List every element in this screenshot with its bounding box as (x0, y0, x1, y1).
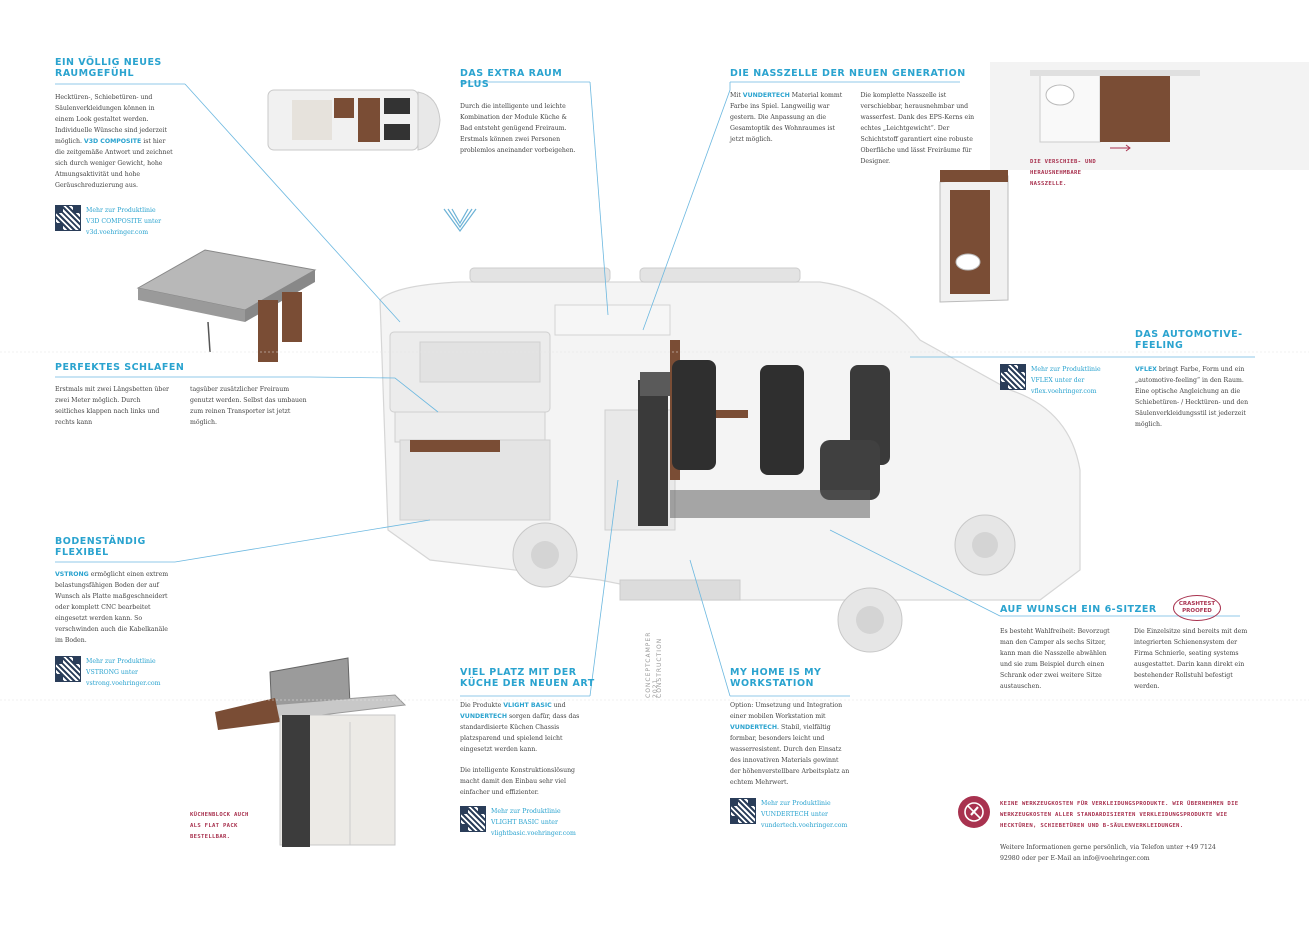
vertical-label-2: CONSTRUCTION (656, 637, 663, 698)
kitchen-block-image (215, 657, 407, 847)
no-tool-icon (958, 796, 990, 828)
van-side-view (379, 267, 1081, 653)
brand-v3d: V3D COMPOSITE (83, 138, 142, 145)
link-vflex[interactable]: vflex.voehringer.com (1031, 388, 1097, 395)
footer-contact: Weitere Informationen gerne persönlich, … (1000, 844, 1216, 862)
heading-automotive: DAS AUTOMOTIVE-FEELING (1135, 329, 1243, 351)
heading-kueche: VIEL PLATZ MIT DER KÜCHE DER NEUEN ART (460, 667, 595, 689)
bed-module (136, 249, 317, 362)
heading-schlafen: PERFEKTES SCHLAFEN (55, 362, 185, 373)
caption-nasszelle: DIE VERSCHIEB- UND HERAUSNEHMBARE NASSZE… (1030, 159, 1097, 187)
connector-lines (55, 81, 1255, 697)
text-automotive: VFLEX bringt Farbe, Form und ein „automo… (1135, 366, 1249, 428)
brand-vundertech: VUNDERTECH (742, 92, 790, 99)
qr-code-icon[interactable] (55, 205, 81, 231)
caption-kuechenblock: KÜCHENBLOCK AUCH ALS FLAT PACK BESTELLBA… (190, 812, 249, 840)
van-top-view (267, 89, 441, 151)
section-kueche: VIEL PLATZ MIT DER KÜCHE DER NEUEN ART D… (460, 667, 595, 839)
brand-vlight: VLIGHT BASIC (503, 702, 552, 709)
section-extra-raum: DAS EXTRA RAUM PLUS Durch die intelligen… (460, 68, 595, 156)
text-raumgefuehl: Hecktüren-, Schiebetüren- und Säulenverk… (55, 92, 175, 238)
section-raumgefuehl: EIN VÖLLIG NEUES RAUMGEFÜHL (55, 57, 180, 82)
section-schlafen: PERFEKTES SCHLAFEN Erstmals mit zwei Län… (55, 362, 315, 428)
heading-workstation: MY HOME IS MY WORKSTATION (730, 667, 822, 689)
heading-extra-raum: DAS EXTRA RAUM PLUS (460, 68, 563, 90)
link-v3d[interactable]: v3d.voehringer.com (86, 229, 149, 236)
heading-raumgefuehl: EIN VÖLLIG NEUES RAUMGEFÜHL (55, 57, 162, 79)
link-vundertech[interactable]: vundertech.voehringer.com (761, 822, 848, 829)
brand-vundertech-2: VUNDERTECH (730, 724, 778, 731)
heading-nasszelle: DIE NASSZELLE DER NEUEN GENERATION (730, 68, 966, 79)
qr-code-icon[interactable] (460, 806, 486, 832)
brand-vflex: VFLEX (1135, 366, 1157, 373)
link-vstrong[interactable]: vstrong.voehringer.com (86, 680, 161, 687)
wetcell-cabinet (939, 170, 1009, 303)
qr-code-icon[interactable] (55, 656, 81, 682)
section-automotive: DAS AUTOMOTIVE-FEELING (1135, 329, 1255, 354)
section-6sitzer: AUF WUNSCH EIN 6-SITZER Es besteht Wahlf… (1000, 604, 1250, 692)
wetcell-top-image (990, 62, 1309, 170)
heading-boden: BODENSTÄNDIG FLEXIBEL (55, 536, 146, 558)
section-boden: BODENSTÄNDIG FLEXIBEL VSTRONG ermöglicht… (55, 536, 175, 689)
section-nasszelle: DIE NASSZELLE DER NEUEN GENERATION Mit V… (730, 68, 975, 165)
brand-vstrong: VSTRONG (55, 571, 89, 578)
qr-code-icon[interactable] (1000, 364, 1026, 390)
section-workstation: MY HOME IS MY WORKSTATION Option: Umsetz… (730, 667, 855, 831)
link-vlight[interactable]: vlightbasic.voehringer.com (491, 830, 576, 837)
qr-code-icon[interactable] (730, 798, 756, 824)
heading-6sitzer: AUF WUNSCH EIN 6-SITZER (1000, 604, 1157, 615)
brand-logo-v (443, 208, 477, 233)
footer-note: KEINE WERKZEUGKOSTEN FÜR VERKLEIDUNGSPRO… (1000, 801, 1239, 829)
